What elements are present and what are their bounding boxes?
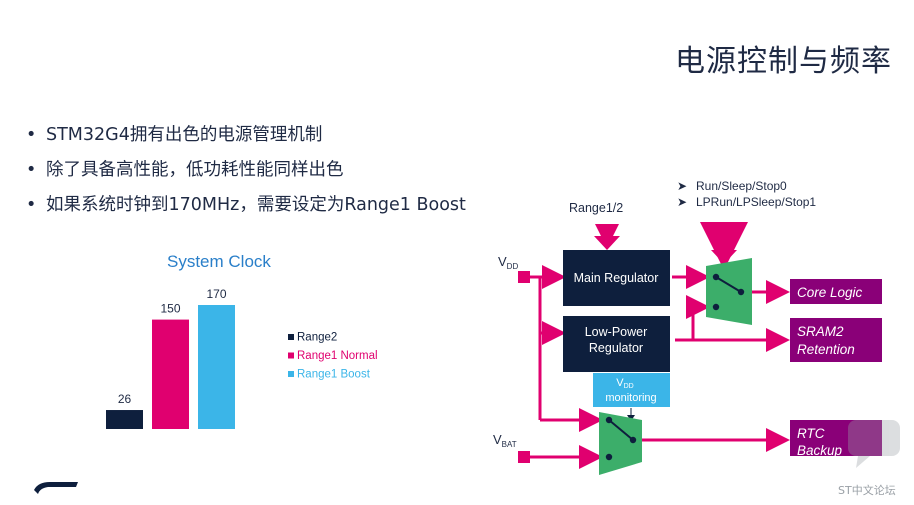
rtc-label-1: RTC (797, 426, 825, 441)
mode-label-2: LPRun/LPSleep/Stop1 (696, 195, 816, 209)
lp-regulator-label-1: Low-Power (585, 325, 648, 339)
svg-text:VDD: VDD (498, 254, 518, 271)
bullet-text: 如果系统时钟到170MHz，需要设定为Range1 Boost (46, 195, 466, 215)
sram-label-2: Retention (797, 342, 855, 357)
vdd-label: V (498, 254, 507, 269)
range-arrow-icon (594, 236, 620, 250)
power-switch-2 (599, 412, 642, 475)
vdd-terminal (518, 271, 530, 283)
main-regulator-label: Main Regulator (574, 271, 659, 285)
vbat-terminal (518, 451, 530, 463)
lp-regulator-label-2: Regulator (589, 341, 643, 355)
power-switch-1 (706, 258, 752, 325)
mode-bullet-1: ➤ (677, 179, 687, 193)
bullet-list: •STM32G4拥有出色的电源管理机制 •除了具备高性能，低功耗性能同样出色 •… (26, 118, 466, 223)
main-regulator-box (563, 250, 670, 306)
bullet-text: 除了具备高性能，低功耗性能同样出色 (46, 160, 344, 180)
rtc-label-2: Backup (797, 443, 843, 458)
bullet-text: STM32G4拥有出色的电源管理机制 (46, 125, 323, 145)
core-logic-label: Core Logic (797, 285, 863, 300)
monitor-v: V (616, 377, 624, 389)
core-logic-box (790, 279, 882, 304)
bullet-item: •如果系统时钟到170MHz，需要设定为Range1 Boost (26, 195, 466, 215)
vdd-monitoring-box (593, 373, 670, 407)
st-logo-fragment (34, 482, 78, 494)
monitor-label: monitoring (605, 392, 656, 404)
svg-text:VDD: VDD (616, 377, 633, 390)
monitor-sub: DD (624, 383, 634, 390)
svg-text:VBAT: VBAT (493, 432, 517, 449)
chart-title: System Clock (167, 252, 271, 271)
sram-box (790, 318, 882, 362)
sram-label-1: SRAM2 (797, 324, 844, 339)
mode-arrow-icon (711, 250, 737, 264)
forum-watermark-icon (848, 420, 900, 468)
vdd-sub: DD (507, 262, 519, 271)
lp-regulator-box (563, 316, 670, 372)
vbat-label: V (493, 432, 502, 447)
range-label: Range1/2 (569, 201, 623, 215)
mode-label-1: Run/Sleep/Stop0 (696, 179, 787, 193)
mode-bullet-2: ➤ (677, 195, 687, 209)
watermark-text: ST中文论坛 (838, 483, 896, 497)
vbat-sub: BAT (502, 440, 517, 449)
bullet-item: •除了具备高性能，低功耗性能同样出色 (26, 160, 344, 180)
bullet-item: •STM32G4拥有出色的电源管理机制 (26, 125, 323, 145)
rtc-box (790, 420, 882, 456)
slide-title: 电源控制与频率 (675, 44, 892, 79)
